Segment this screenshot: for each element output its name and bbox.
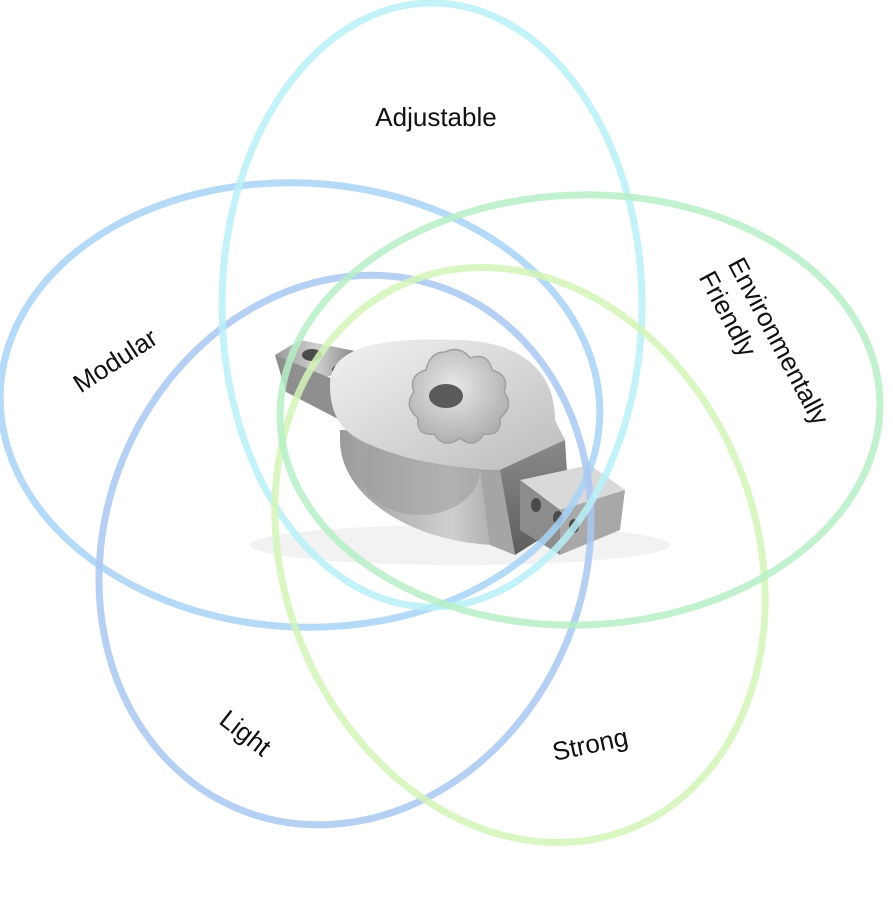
ring-light (95, 271, 595, 829)
label-adjustable: Adjustable (375, 102, 496, 132)
venn-rings (0, 0, 884, 846)
label-light: Light (214, 704, 278, 763)
label-strong: Strong (550, 722, 631, 767)
label-modular: Modular (68, 322, 163, 399)
ring-adjustable (218, 0, 646, 611)
metal-hinge-illustration (250, 339, 670, 565)
ring-modular (0, 179, 604, 631)
ring-strong (271, 264, 769, 846)
ring-environmentally-friendly (276, 191, 884, 629)
